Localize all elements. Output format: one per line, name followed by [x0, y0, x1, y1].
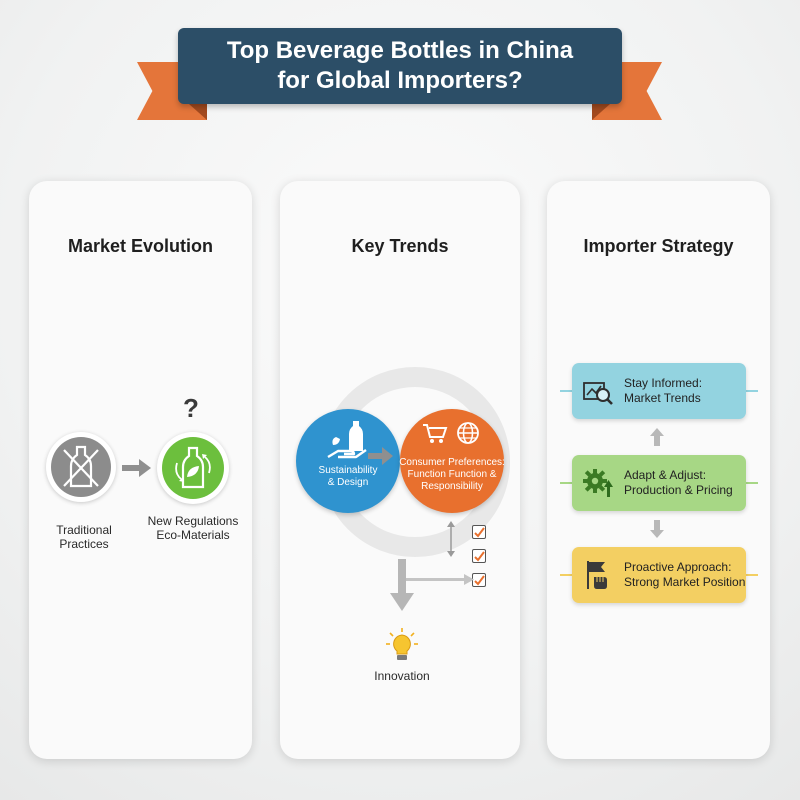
consumer-label: Consumer Preferences: Function Function …	[398, 457, 506, 493]
adapt-adjust-box: Adapt & Adjust: Production & Pricing	[572, 455, 746, 511]
importer-strategy-heading: Importer Strategy	[583, 236, 734, 256]
crossed-bottle-icon	[63, 445, 99, 488]
adapt-adjust-line-2: Production & Pricing	[624, 483, 733, 497]
proactive-line-2: Strong Market Position	[624, 575, 746, 589]
chart-magnifier-icon	[583, 382, 613, 405]
title-line-1: Top Beverage Bottles in China	[226, 37, 574, 64]
checkbox-icon	[472, 573, 486, 587]
stay-informed-line-1: Stay Informed:	[624, 376, 703, 390]
adapt-adjust-line-1: Adapt & Adjust:	[624, 468, 707, 482]
consumer-line-1: Consumer Preferences:	[399, 457, 505, 468]
proactive-line-1: Proactive Approach:	[624, 560, 732, 574]
proactive-box: Proactive Approach: Strong Market Positi…	[572, 547, 746, 603]
gear-arrow-icon	[583, 469, 613, 497]
stay-informed-box: Stay Informed: Market Trends	[572, 363, 746, 419]
title-banner: Top Beverage Bottles in China for Global…	[178, 28, 622, 104]
key-trends-panel: Key Trends Sustainability & Design	[280, 181, 520, 759]
sustainability-line-1: Sustainability	[318, 465, 378, 476]
title-line-2: for Global Importers?	[277, 67, 523, 94]
checkbox-icon	[472, 549, 486, 563]
eco-bottle-icon	[175, 446, 211, 489]
globe-icon	[457, 422, 479, 444]
checkbox-icon	[472, 525, 486, 539]
arrow-down-icon	[650, 520, 664, 538]
question-icon: ?	[183, 393, 199, 423]
stay-informed-text: Stay Informed: Market Trends	[624, 376, 702, 406]
adapt-adjust-text: Adapt & Adjust: Production & Pricing	[624, 468, 733, 498]
traditional-label: Traditional Practices	[39, 523, 129, 551]
traditional-label-line-2: Practices	[59, 537, 109, 551]
bottle-hand-icon	[327, 421, 367, 459]
stay-informed-line-2: Market Trends	[624, 391, 701, 405]
arrow-down-icon	[390, 559, 474, 611]
market-evolution-heading: Market Evolution	[67, 236, 214, 256]
eco-circle	[157, 432, 229, 504]
market-evolution-panel: Market Evolution ?	[29, 181, 252, 759]
sustainability-line-2: & Design	[327, 477, 369, 488]
new-label-line-1: New Regulations	[147, 514, 239, 528]
consumer-circle: Consumer Preferences: Function Function …	[398, 409, 506, 513]
arrow-right-icon	[122, 459, 151, 477]
sustainability-label: Sustainability & Design	[296, 465, 400, 489]
traditional-label-line-1: Traditional	[56, 523, 112, 537]
flag-fist-icon	[587, 561, 607, 589]
arrow-up-icon	[650, 428, 664, 446]
arrow-right-icon	[368, 447, 393, 465]
cart-icon	[423, 424, 448, 443]
consumer-line-3: Responsibility	[421, 481, 483, 492]
lightbulb-icon	[386, 628, 418, 660]
new-label-line-2: Eco-Materials	[156, 528, 230, 542]
new-regulations-label: New Regulations Eco-Materials	[137, 514, 249, 542]
consumer-line-2: Function Function &	[407, 469, 497, 480]
proactive-text: Proactive Approach: Strong Market Positi…	[624, 560, 745, 590]
key-trends-heading: Key Trends	[351, 236, 449, 256]
innovation-label: Innovation	[374, 669, 430, 683]
double-arrow-icon	[447, 521, 455, 557]
traditional-circle	[46, 432, 116, 502]
